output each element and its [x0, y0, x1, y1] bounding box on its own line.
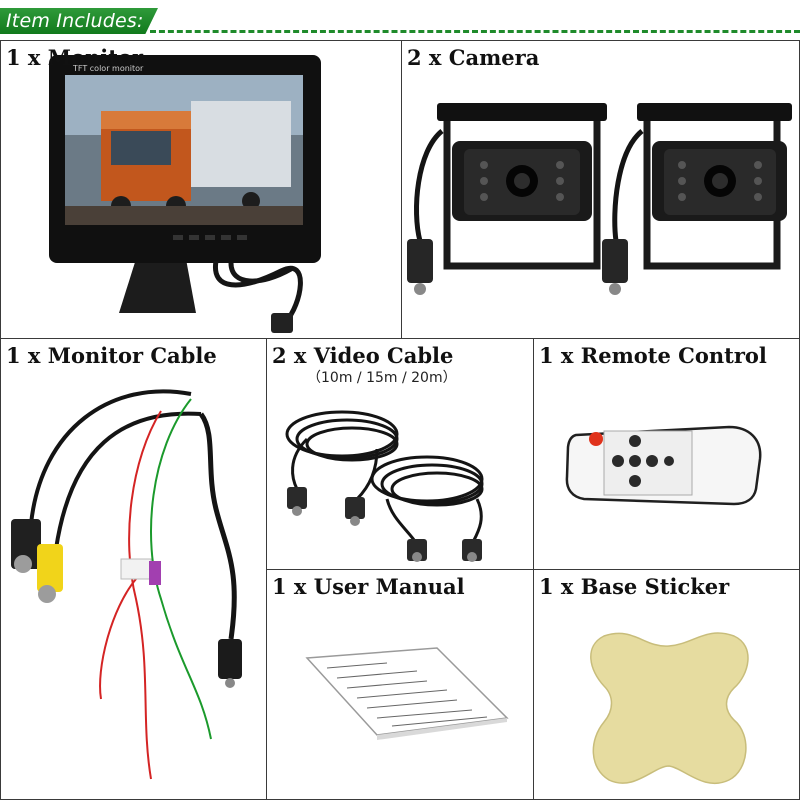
item-monitor: TFT color monitor 1 x Monitor — [0, 40, 402, 339]
item-camera: 2 x Camera — [401, 40, 800, 339]
item-includes-header: Item Includes: — [0, 0, 800, 40]
item-video-cable: 2 x Video Cable （10m / 15m / 20m） — [266, 338, 534, 570]
camera-1-icon — [407, 103, 607, 295]
item-title: 1 x Monitor — [6, 45, 144, 70]
camera-2-icon — [602, 103, 792, 295]
item-title: 2 x Video Cable — [272, 343, 454, 368]
item-base-sticker: 1 x Base Sticker — [533, 569, 800, 800]
user-manual-image — [305, 647, 509, 740]
item-remote-control: 1 x Remote Control — [533, 338, 800, 570]
sticker-shape — [590, 632, 749, 785]
camera-image — [407, 103, 792, 295]
item-title: 1 x Remote Control — [539, 343, 767, 368]
video-cable-image — [285, 410, 484, 562]
item-monitor-cable: 1 x Monitor Cable — [0, 338, 267, 800]
monitor-cable-image — [11, 389, 242, 780]
base-sticker-image — [590, 632, 749, 785]
cable-lengths: （10m / 15m / 20m） — [307, 370, 457, 386]
item-title: 2 x Camera — [407, 45, 540, 70]
screen-label: TFT color monitor — [72, 64, 144, 73]
item-title: 1 x User Manual — [272, 574, 465, 599]
item-title: 1 x Monitor Cable — [6, 343, 217, 368]
header-title: Item Includes: — [6, 10, 144, 32]
remote-control-image — [565, 425, 762, 506]
monitor-image: TFT color monitor — [49, 55, 321, 333]
header-dashed-line — [150, 30, 800, 33]
item-title: 1 x Base Sticker — [539, 574, 730, 599]
header-tab-background — [0, 8, 158, 34]
item-user-manual: 1 x User Manual — [266, 569, 534, 800]
